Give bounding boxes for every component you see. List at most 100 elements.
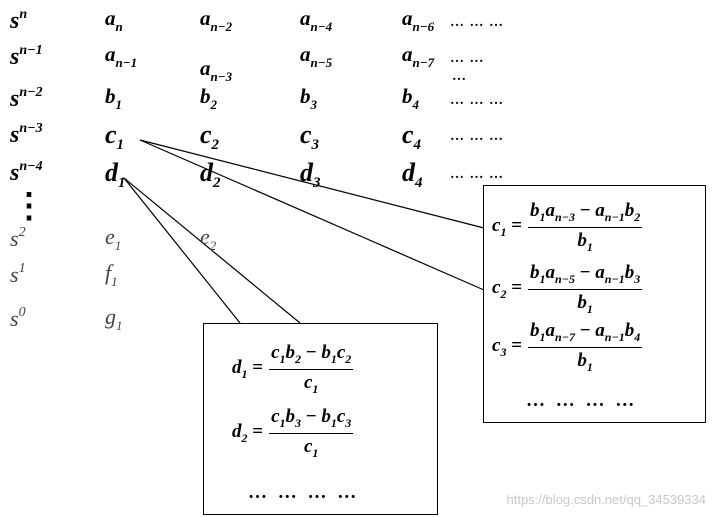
denominator-term-symbol: b [577, 350, 587, 371]
row-label-exponent: n−2 [19, 85, 43, 100]
row-label-r1: sn−1 [10, 44, 43, 70]
coefficient-index: 1 [114, 238, 122, 253]
coefficient-index: 1 [116, 137, 125, 153]
numerator-term-symbol: b [624, 200, 635, 221]
row-label-exponent: 0 [18, 305, 26, 320]
fraction-denominator: b1 [528, 228, 642, 255]
numerator-term-index: n−5 [555, 272, 575, 286]
coefficient-index: n−7 [412, 55, 435, 70]
coefficient-d4: d4 [402, 160, 423, 191]
numerator-term-symbol: a [595, 200, 605, 221]
coefficient-base: f [105, 260, 112, 285]
row-label-base: s [10, 262, 19, 287]
coefficient-index: 3 [310, 97, 318, 112]
coefficient-index: 1 [111, 274, 118, 289]
coefficient-an2: an−2 [200, 8, 233, 34]
denominator-term-index: 1 [312, 446, 319, 460]
fraction-numerator: b1an−5 − an−1b3 [528, 262, 643, 290]
row-label-base: s [10, 8, 20, 34]
coefficient-g1: g1 [105, 306, 123, 333]
coefficient-index: 2 [211, 137, 220, 153]
numerator-term-minus: − [301, 342, 322, 363]
row-label-base: s [10, 44, 20, 70]
numerator-term-symbol: a [595, 262, 605, 283]
numerator-term-index: n−7 [555, 330, 575, 344]
row-label-r7: s0 [10, 306, 26, 330]
numerator-term-symbol: b [285, 406, 296, 427]
denominator-term-symbol: b [577, 230, 587, 251]
c-formula-ellipsis: … … … … [526, 390, 638, 411]
coefficient-index: 1 [115, 97, 123, 112]
fraction-numerator: b1an−3 − an−1b2 [528, 200, 643, 228]
coefficient-index: n−1 [115, 55, 138, 70]
formula-lhs: c2 = [492, 277, 522, 302]
row-label-base: s [10, 306, 19, 331]
coefficient-index: n−2 [210, 19, 233, 34]
coefficient-an1: an−1 [105, 44, 138, 70]
numerator-term-symbol: c [336, 406, 346, 427]
denominator-term-index: 1 [586, 302, 593, 316]
numerator-term-index: 4 [634, 330, 641, 344]
coefficient-index: 2 [209, 238, 217, 253]
numerator-term: c1b3 − b1c3 [271, 406, 352, 430]
coefficient-index: 4 [415, 175, 423, 191]
denominator-term: b1 [577, 292, 593, 316]
numerator-term-index: 1 [330, 352, 337, 366]
denominator-term: b1 [577, 350, 593, 374]
row-ellipsis-r1: … … [450, 51, 485, 66]
numerator-term-index: 1 [539, 210, 546, 224]
coefficient-base: e [200, 224, 210, 249]
coefficient-index: n−4 [310, 19, 333, 34]
coefficient-index: 2 [213, 175, 221, 191]
denominator-term: c1 [304, 436, 319, 460]
coefficient-base: d [402, 158, 415, 187]
numerator-term-index: 1 [279, 352, 286, 366]
fraction-denominator: b1 [528, 348, 642, 375]
coefficient-e1: e1 [105, 224, 122, 253]
equals-sign: = [247, 357, 264, 378]
numerator-term-symbol: b [530, 320, 540, 341]
numerator-term-index: n−3 [555, 210, 575, 224]
coefficient-d1: d1 [105, 160, 126, 191]
formula-lhs: c1 = [492, 215, 522, 240]
numerator-term-index: 3 [345, 416, 352, 430]
formula-lhs-index: 1 [241, 367, 248, 381]
coefficient-base: a [200, 56, 211, 80]
formula-lhs-index: 2 [500, 287, 507, 301]
row-label-r6: s1 [10, 262, 26, 286]
coefficient-index: n−3 [210, 69, 233, 84]
coefficient-base: d [300, 158, 313, 187]
coefficient-an5: an−5 [300, 44, 332, 70]
formula-lhs-symbol: c [492, 215, 501, 236]
row-ellipsis-extra-r1: … [452, 69, 467, 84]
fraction-numerator: b1an−7 − an−1b4 [528, 320, 643, 348]
coefficient-base: b [402, 84, 413, 108]
d-formula-ellipsis: … … … … [248, 482, 360, 503]
coefficient-base: a [402, 42, 413, 66]
numerator-term-index: 2 [295, 352, 302, 366]
fraction-numerator: c1b3 − b1c3 [269, 406, 354, 434]
coefficient-base: e [105, 224, 115, 249]
numerator-term-index: 3 [634, 272, 641, 286]
row-label-exponent: n [19, 7, 28, 22]
coefficient-index: 3 [311, 137, 320, 153]
row-label-base: s [10, 86, 20, 112]
fraction-numerator: c1b2 − b1c2 [269, 342, 354, 370]
formula-lhs-symbol: c [492, 277, 501, 298]
coefficient-an6: an−6 [402, 8, 434, 34]
coefficient-b1: b1 [105, 86, 123, 112]
equals-sign: = [247, 421, 264, 442]
numerator-term-minus: − [301, 406, 322, 427]
coefficient-base: d [105, 158, 118, 187]
vertical-dots: ⋮ [12, 188, 46, 225]
denominator-term-index: 1 [586, 240, 593, 254]
numerator-term-symbol: b [624, 262, 635, 283]
numerator-term: c1b2 − b1c2 [271, 342, 351, 366]
coefficient-b2: b2 [200, 86, 217, 112]
coefficient-base: c [300, 120, 312, 149]
